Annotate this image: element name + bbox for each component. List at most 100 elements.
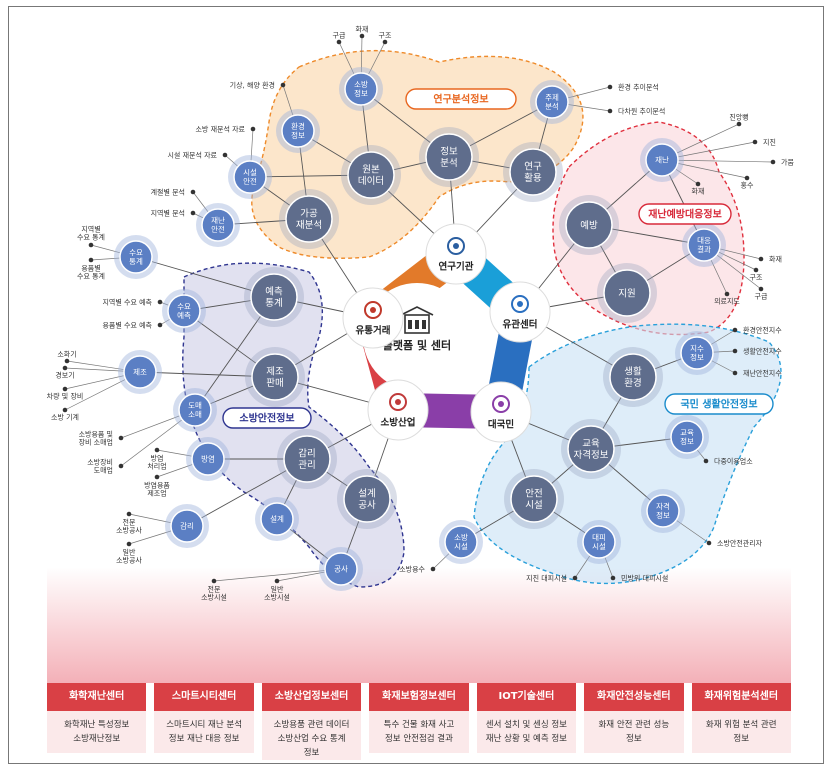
- big-node: [251, 353, 299, 401]
- leaf-label: 소방용수: [399, 564, 425, 573]
- leaf-dot: [88, 242, 94, 248]
- leaf-label: 구급: [333, 31, 346, 39]
- small-node-label: 재난: [655, 156, 669, 165]
- group-label-pill: [405, 88, 517, 110]
- leaf-dot: [336, 39, 342, 45]
- leaf-label: 소방 재분석 자료: [195, 124, 245, 133]
- leaf-dot: [62, 365, 68, 371]
- big-node: [347, 151, 395, 199]
- big-node: [603, 269, 651, 317]
- group-label: 재난예방대응정보: [648, 208, 722, 221]
- leaf-label: 차량 및 장비: [47, 391, 84, 400]
- leaf-label: 기상, 해양 환경: [230, 80, 275, 89]
- small-node: [119, 240, 153, 274]
- hub-label: 소방산업: [381, 416, 416, 428]
- leaf-dot: [732, 348, 738, 354]
- leaf-dot: [695, 181, 701, 187]
- leaf-dot: [359, 33, 365, 39]
- leaf-dot: [753, 267, 759, 273]
- center-name: 화재위험분석센터: [691, 683, 791, 711]
- big-node: [609, 353, 657, 401]
- center-desc: 스마트시티 재난 분석 정보 재난 대응 정보: [154, 711, 254, 753]
- leaf-label: 다차원 추이분석: [618, 106, 665, 115]
- leaf-label: 환경 추이분석: [618, 82, 659, 91]
- center-name: 화학재난센터: [47, 683, 147, 711]
- small-node-label: 공사: [334, 565, 348, 574]
- leaf-dot: [382, 39, 388, 45]
- leaf-dot: [706, 540, 712, 546]
- leaf-dot: [154, 447, 160, 453]
- center-desc: 소방용품 관련 데이터 소방산업 수요 통계 정보: [261, 711, 362, 760]
- leaf-label: 시설 재분석 자료: [167, 150, 217, 159]
- leaf-dot: [250, 126, 256, 132]
- small-node: [324, 552, 358, 586]
- small-node: [582, 525, 616, 559]
- leaf-label: 진앙뻥: [729, 112, 748, 121]
- leaf-label: 구조: [379, 31, 392, 39]
- group-label-pill: [638, 203, 732, 225]
- leaf-label: 소방 기계: [51, 412, 79, 421]
- leaf-label: 화재: [692, 187, 705, 195]
- leaf-dot: [154, 474, 160, 480]
- small-node: [645, 143, 679, 177]
- building-icon: [400, 306, 434, 334]
- small-node: [170, 509, 204, 543]
- leaf-dot: [157, 322, 163, 328]
- leaf-dot: [703, 458, 709, 464]
- group-label: 소방안전정보: [239, 412, 294, 425]
- background-fade: [47, 567, 791, 683]
- helmet-icon: [389, 393, 407, 411]
- leaf-label: 다중이용업소: [714, 456, 753, 465]
- leaf-dot: [607, 108, 613, 114]
- group-label: 국민 생활안전정보: [680, 398, 757, 411]
- leaf-label: 소화기: [57, 349, 76, 358]
- hub-label: 연구기관: [439, 260, 474, 272]
- leaf-dot: [190, 210, 196, 216]
- small-node: [233, 160, 267, 194]
- leaf-label: 가뭄: [781, 157, 794, 166]
- leaf-dot: [62, 407, 68, 413]
- people-icon: [492, 395, 510, 413]
- small-node: [670, 420, 704, 454]
- center-desc: 특수 건물 화재 사고 정보 안전점검 결과: [369, 711, 469, 753]
- big-node-label: 예방: [580, 220, 598, 231]
- center-name: 소방산업정보센터: [261, 683, 362, 711]
- connector-line: [135, 256, 275, 298]
- center-name: 화재안전성능센터: [584, 683, 684, 711]
- big-node: [565, 201, 613, 249]
- leaf-label: 계절별 분석: [151, 187, 185, 196]
- big-node: [343, 475, 391, 523]
- group-label-pill: [664, 393, 774, 415]
- leaf-label: 지진 대피시설: [526, 573, 567, 582]
- leaf-dot: [607, 84, 613, 90]
- leaf-label: 지역별 분석: [151, 208, 185, 217]
- leaf-label: 화재: [769, 255, 782, 263]
- leaf-connector: [213, 568, 342, 582]
- leaf-label: 재난안전지수: [743, 368, 782, 377]
- leaf-dot: [274, 578, 280, 584]
- big-node: [283, 435, 331, 483]
- leaf-label: 경보기: [55, 370, 74, 379]
